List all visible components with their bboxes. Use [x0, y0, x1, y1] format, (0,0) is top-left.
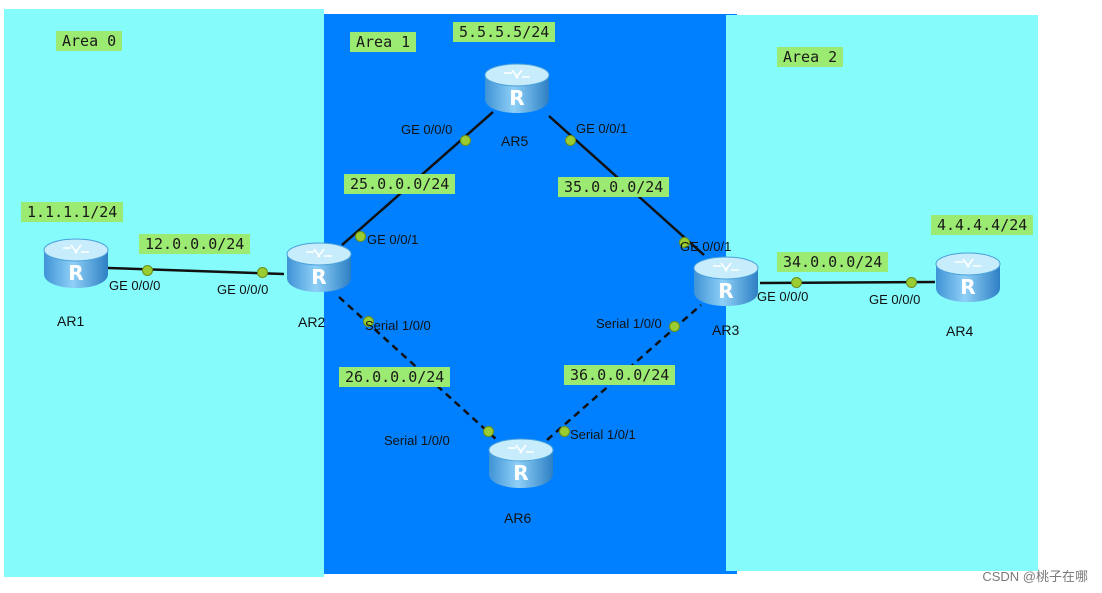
router-ar4-icon[interactable]: R	[933, 250, 1003, 304]
network-label-loopback-ar5: 5.5.5.5/24	[453, 22, 556, 42]
svg-text:R: R	[513, 461, 528, 485]
interface-dot	[355, 231, 366, 242]
interface-dot	[142, 265, 153, 276]
interface-dot	[363, 316, 374, 327]
interface-label-ar5-ge000: GE 0/0/0	[401, 122, 453, 137]
interface-dot	[791, 277, 802, 288]
network-label-12: 12.0.0.0/24	[139, 234, 251, 254]
area-2-label: Area 2	[777, 47, 844, 67]
router-label-ar1: AR1	[57, 313, 85, 329]
router-icon: R	[488, 438, 554, 488]
interface-label-ar3-ge001: GE 0/0/1	[680, 239, 732, 254]
router-icon: R	[484, 63, 550, 113]
interface-dot	[483, 426, 494, 437]
link-ar1-ar2	[107, 266, 285, 276]
network-label-loopback-ar1: 1.1.1.1/24	[21, 202, 124, 222]
interface-dot	[565, 135, 576, 146]
network-label-25: 25.0.0.0/24	[344, 174, 456, 194]
network-label-loopback-ar4: 4.4.4.4/24	[931, 215, 1034, 235]
router-ar2-icon[interactable]: R	[284, 240, 354, 294]
interface-label-ar2-s100: Serial 1/0/0	[365, 318, 431, 333]
interface-label-ar1-ge000: GE 0/0/0	[109, 278, 161, 293]
interface-dot	[669, 321, 680, 332]
router-ar3-icon[interactable]: R	[691, 254, 761, 308]
router-icon: R	[693, 256, 759, 306]
router-label-ar5: AR5	[501, 133, 529, 149]
interface-label-ar6-s100: Serial 1/0/0	[384, 433, 450, 448]
interface-label-ar2-ge000: GE 0/0/0	[217, 282, 269, 297]
router-icon: R	[935, 252, 1001, 302]
interface-dot	[559, 426, 570, 437]
svg-text:R: R	[311, 265, 326, 289]
area-0-label: Area 0	[56, 31, 123, 51]
network-label-26: 26.0.0.0/24	[339, 367, 451, 387]
router-ar6-icon[interactable]: R	[486, 436, 556, 490]
router-label-ar6: AR6	[504, 510, 532, 526]
router-ar1-icon[interactable]: R	[41, 236, 111, 290]
svg-text:R: R	[68, 261, 83, 285]
svg-text:R: R	[509, 86, 524, 110]
interface-dot	[679, 237, 690, 248]
network-label-34: 34.0.0.0/24	[777, 252, 889, 272]
interface-label-ar4-ge000: GE 0/0/0	[869, 292, 921, 307]
interface-label-ar6-s101: Serial 1/0/1	[570, 427, 636, 442]
interface-dot	[460, 135, 471, 146]
interface-label-ar3-ge000: GE 0/0/0	[757, 289, 809, 304]
router-icon: R	[43, 238, 109, 288]
interface-label-ar3-s100: Serial 1/0/0	[596, 316, 662, 331]
area-0-region	[4, 9, 324, 577]
router-label-ar3: AR3	[712, 322, 740, 338]
svg-text:R: R	[960, 275, 975, 299]
router-label-ar2: AR2	[298, 314, 326, 330]
svg-text:R: R	[718, 279, 733, 303]
network-label-36: 36.0.0.0/24	[564, 365, 676, 385]
watermark: CSDN @桃子在哪	[982, 569, 1088, 584]
interface-label-ar5-ge001: GE 0/0/1	[576, 121, 628, 136]
network-label-35: 35.0.0.0/24	[558, 177, 670, 197]
router-ar5-icon[interactable]: R	[482, 61, 552, 115]
link-ar3-ar4	[759, 280, 936, 285]
router-icon: R	[286, 242, 352, 292]
interface-label-ar2-ge001: GE 0/0/1	[367, 232, 419, 247]
interface-dot	[906, 277, 917, 288]
interface-dot	[257, 267, 268, 278]
area-1-label: Area 1	[350, 32, 417, 52]
router-label-ar4: AR4	[946, 323, 974, 339]
